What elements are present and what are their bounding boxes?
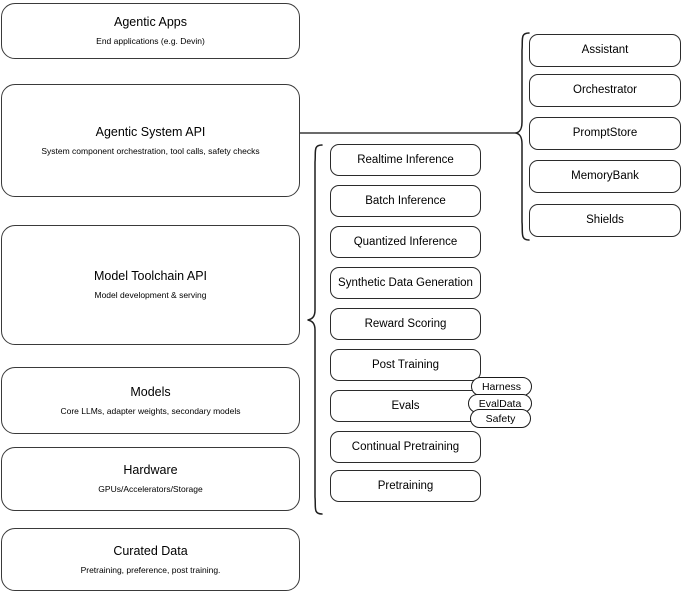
system-component-memorybank[interactable]: MemoryBank: [529, 160, 681, 193]
layer-title: Models: [130, 384, 171, 399]
system-component-label: Shields: [586, 214, 624, 227]
layer-subtitle: Pretraining, preference, post training.: [80, 564, 221, 575]
brace-toolchain: [307, 144, 323, 515]
eval-pill-safety[interactable]: Safety: [470, 409, 531, 428]
layer-subtitle: Core LLMs, adapter weights, secondary mo…: [60, 405, 241, 416]
layer-title: Hardware: [123, 463, 178, 478]
layer-hardware[interactable]: Hardware GPUs/Accelerators/Storage: [1, 447, 300, 511]
toolchain-item-label: Evals: [391, 399, 420, 412]
system-component-label: Assistant: [581, 44, 629, 57]
toolchain-item-continual-pretraining[interactable]: Continual Pretraining: [330, 431, 481, 463]
layer-curated-data[interactable]: Curated Data Pretraining, preference, po…: [1, 528, 300, 591]
layer-subtitle: GPUs/Accelerators/Storage: [98, 484, 203, 494]
layer-subtitle: System component orchestration, tool cal…: [41, 145, 260, 156]
system-component-label: MemoryBank: [571, 170, 639, 183]
eval-pill-label: Safety: [485, 412, 516, 425]
toolchain-item-quantized-inference[interactable]: Quantized Inference: [330, 226, 481, 258]
toolchain-item-synthetic-data-generation[interactable]: Synthetic Data Generation: [330, 267, 481, 299]
system-component-promptstore[interactable]: PromptStore: [529, 117, 681, 150]
toolchain-item-evals[interactable]: Evals: [330, 390, 481, 422]
layer-title: Agentic System API: [95, 124, 206, 139]
toolchain-item-label: Realtime Inference: [357, 153, 454, 166]
toolchain-item-label: Pretraining: [377, 479, 434, 492]
layer-title: Agentic Apps: [114, 15, 187, 30]
toolchain-item-label: Batch Inference: [365, 194, 446, 207]
toolchain-item-pretraining[interactable]: Pretraining: [330, 470, 481, 502]
layer-model-toolchain-api[interactable]: Model Toolchain API Model development & …: [1, 225, 300, 345]
system-component-label: PromptStore: [572, 127, 638, 140]
eval-pill-label: EvalData: [478, 397, 522, 410]
system-component-assistant[interactable]: Assistant: [529, 34, 681, 67]
toolchain-item-label: Quantized Inference: [353, 235, 458, 248]
layer-title: Curated Data: [113, 543, 188, 558]
toolchain-item-label: Continual Pretraining: [351, 440, 460, 453]
layer-subtitle: End applications (e.g. Devin): [96, 36, 205, 46]
system-component-orchestrator[interactable]: Orchestrator: [529, 74, 681, 107]
layer-subtitle: Model development & serving: [94, 290, 207, 300]
layer-title: Model Toolchain API: [93, 269, 208, 284]
toolchain-item-label: Post Training: [371, 358, 440, 371]
eval-pill-label: Harness: [481, 380, 522, 393]
toolchain-item-batch-inference[interactable]: Batch Inference: [330, 185, 481, 217]
toolchain-item-label: Synthetic Data Generation: [338, 276, 473, 289]
layer-agentic-system-api[interactable]: Agentic System API System component orch…: [1, 84, 300, 197]
system-component-label: Orchestrator: [573, 84, 637, 97]
layer-agentic-apps[interactable]: Agentic Apps End applications (e.g. Devi…: [1, 3, 300, 59]
toolchain-item-reward-scoring[interactable]: Reward Scoring: [330, 308, 481, 340]
toolchain-item-realtime-inference[interactable]: Realtime Inference: [330, 144, 481, 176]
brace-system-components: [515, 32, 530, 241]
toolchain-item-post-training[interactable]: Post Training: [330, 349, 481, 381]
system-component-shields[interactable]: Shields: [529, 204, 681, 237]
layer-models[interactable]: Models Core LLMs, adapter weights, secon…: [1, 367, 300, 434]
toolchain-item-label: Reward Scoring: [364, 317, 447, 330]
